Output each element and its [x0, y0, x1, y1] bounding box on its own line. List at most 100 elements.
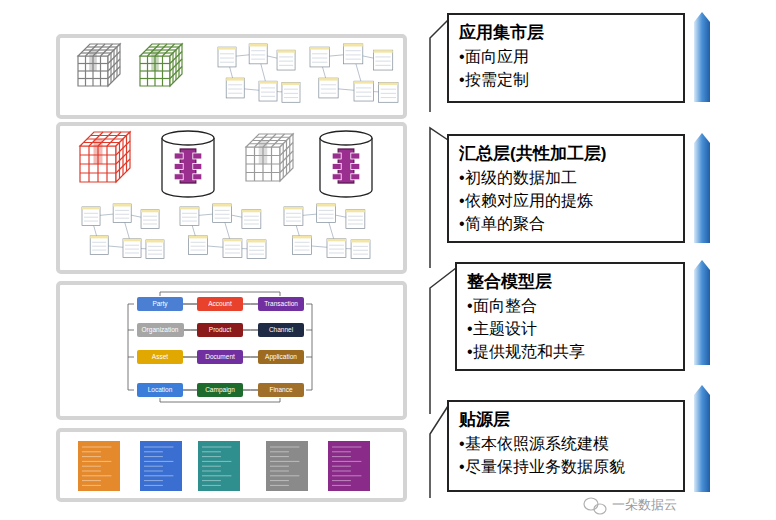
cube-grid	[246, 172, 280, 173]
er-table	[249, 44, 267, 64]
er-diagram	[180, 204, 266, 259]
er-table	[327, 239, 346, 258]
er-table-head	[310, 47, 329, 50]
layer-bullet: •尽量保持业务数据原貌	[459, 455, 673, 478]
er-row	[92, 250, 106, 251]
layer-bullet: •提供规范和共享	[467, 340, 673, 363]
er-diagram	[310, 44, 398, 102]
cube-core	[259, 141, 268, 165]
er-row	[84, 221, 98, 222]
layer-box: 汇总层(共性加工层)•初级的数据加工•依赖对应用的提炼•简单的聚合	[447, 134, 685, 243]
cube-grid	[170, 59, 182, 71]
source-row	[332, 471, 351, 472]
entity-box: Location	[137, 383, 183, 397]
frame-line	[128, 304, 134, 390]
er-table-head	[82, 207, 100, 210]
cube-grid	[84, 49, 114, 50]
cube-grid	[116, 47, 117, 77]
bracket	[430, 20, 448, 112]
er-table-head	[146, 240, 164, 243]
er-table-head	[277, 50, 295, 53]
er-row	[251, 54, 265, 55]
source-row	[270, 485, 289, 486]
er-row	[220, 53, 234, 54]
source-row	[144, 461, 173, 462]
er-row	[228, 84, 242, 85]
er-row	[148, 246, 162, 247]
cube-grid	[87, 138, 123, 139]
source-row	[202, 461, 231, 462]
source-row	[82, 456, 101, 457]
er-table	[213, 204, 232, 223]
er-row	[348, 216, 363, 217]
cylinder-cell	[174, 174, 183, 180]
er-row	[261, 87, 275, 88]
er-row	[115, 210, 129, 211]
cube-grid	[107, 132, 121, 146]
er-row	[329, 252, 344, 253]
er-table-head	[373, 50, 392, 53]
cube-core	[94, 139, 103, 164]
layer-bullet: •面向整合	[467, 294, 673, 317]
er-row	[375, 56, 390, 57]
er-table-head	[242, 210, 261, 213]
er-row	[295, 246, 310, 247]
source-row	[144, 447, 173, 448]
source-table	[266, 441, 308, 491]
entity-link	[243, 357, 258, 358]
source-row	[144, 451, 163, 452]
er-row	[249, 246, 264, 247]
er-row	[228, 93, 242, 94]
source-row	[332, 466, 351, 467]
entity-name: Finance	[266, 386, 295, 394]
er-table-head	[319, 78, 338, 81]
chat-bubble	[594, 504, 606, 514]
source-row	[82, 475, 111, 476]
source-table	[198, 441, 240, 491]
cube-grid	[289, 137, 290, 171]
source-row	[82, 466, 101, 467]
cube-grid	[271, 147, 272, 181]
up-arrow	[694, 12, 710, 102]
bracket	[430, 406, 448, 498]
er-row	[261, 92, 275, 93]
er-row	[182, 213, 197, 214]
source-row	[332, 475, 361, 476]
cube-grid	[91, 135, 127, 136]
source-table	[328, 441, 370, 491]
cube-grid	[116, 159, 130, 173]
frame-line	[306, 304, 312, 390]
source-row	[202, 466, 221, 467]
source-row	[270, 456, 289, 457]
er-table	[293, 236, 312, 255]
er-table	[218, 47, 236, 67]
er-row	[375, 65, 390, 66]
entity-box: Channel	[258, 323, 304, 337]
er-row	[215, 210, 230, 211]
source-row	[202, 471, 221, 472]
er-row	[353, 254, 368, 255]
cylinder-body	[162, 138, 214, 197]
source-row	[82, 471, 101, 472]
er-table	[310, 47, 329, 67]
cube	[78, 44, 120, 86]
layer-box: 贴源层•基本依照源系统建模•尽量保持业务数据原貌	[447, 400, 685, 492]
er-row	[375, 61, 390, 62]
er-row	[125, 252, 139, 253]
er-table-head	[141, 210, 159, 213]
er-row	[92, 242, 106, 243]
source-sheet	[198, 441, 240, 491]
illustration-details	[78, 44, 398, 491]
er-row	[381, 93, 396, 94]
er-row	[312, 53, 327, 54]
er-table	[247, 240, 266, 259]
entity-name: Channel	[266, 326, 296, 334]
er-row	[284, 89, 298, 90]
er-table-head	[259, 81, 277, 84]
entity-name: Asset	[149, 353, 171, 361]
entity-link	[243, 304, 258, 305]
cube-grid	[272, 134, 285, 147]
er-table	[277, 50, 295, 70]
er-table-head	[346, 210, 365, 213]
source-row	[144, 456, 163, 457]
